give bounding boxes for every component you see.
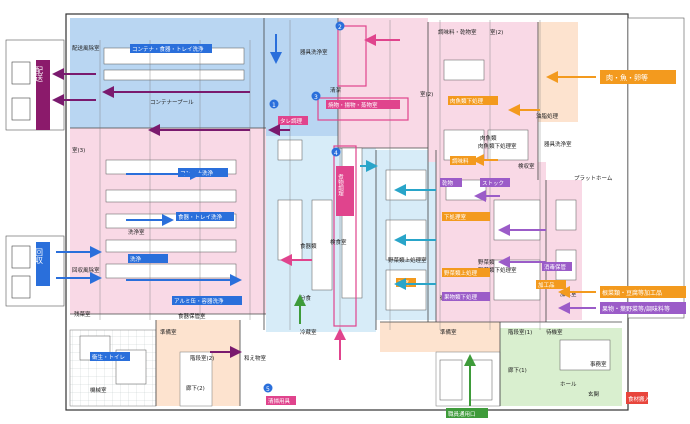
room-gyoniku-shita: 肉魚類下処理室 (478, 142, 517, 150)
marker-4: 4 (334, 150, 338, 157)
room-platform: プラットホーム (574, 175, 613, 182)
room-oshokushitsu: 器具洗浄室 (544, 140, 572, 148)
tag-sanitize: 消毒保管 (544, 263, 567, 271)
tag-container-route-bg (130, 44, 212, 53)
dock-right (627, 17, 685, 319)
room-kikaishitsu: 機械室 (90, 386, 107, 394)
room-seiketsu: 清潔 (330, 86, 342, 94)
tag-yasai-jo: 野菜類上処理 (444, 269, 478, 277)
tag-nimono: 煮物調理 (337, 173, 344, 197)
room-shokki-ryou: 食器類 (300, 242, 317, 250)
room-hall: ホール (560, 381, 577, 388)
dot-grid (99, 20, 541, 330)
room-yasai-kensa: 野菜類 (478, 258, 495, 266)
label-fruit-veg: 果物・葉野菜等/調味料等 (602, 305, 670, 313)
room-rouka-2: 廊下(2) (186, 384, 205, 392)
tag-stock: ストック (482, 180, 504, 187)
label-delivery: 配送 (35, 66, 44, 83)
label-staff-entrance: 職員通用口 (448, 410, 476, 418)
marker-5: 5 (266, 386, 270, 393)
room-rouka-1: 廊下(1) (508, 366, 527, 374)
room-shokki-hokan: 食器保管室 (178, 312, 206, 320)
marker-3: 3 (314, 94, 318, 101)
room-gyoniku-kensa: 肉魚類 (480, 134, 497, 142)
room-yasai-joshori: 野菜類上処理室 (388, 256, 427, 264)
room-taiki: 待機室 (546, 328, 563, 336)
room-washing: 洗浄室 (128, 228, 145, 236)
tag-container-route: コンテナ・食器・トレイ洗浄 (132, 45, 204, 53)
tag-cooking-label: 洗浄 (130, 255, 142, 263)
label-ingredient: 食材搬入 (628, 395, 651, 403)
tag-kiki-route: アルミ缶・容器洗浄 (174, 297, 224, 305)
room-kaidan-1: 階段室(1) (508, 328, 532, 336)
room-shitsu-2b: 室(2) (420, 90, 433, 98)
room-genkan: 玄関 (588, 390, 600, 398)
label-meat-fish: 肉・魚・卵等 (606, 73, 648, 82)
label-return: 回収 (35, 248, 44, 265)
meat-fish-box (600, 70, 676, 84)
tag-itamemono: 焼物・揚物・蒸物室 (328, 101, 378, 109)
route-box-nimono (333, 145, 357, 327)
room-kaishuu: 回収風除室 (72, 266, 100, 274)
room-yasai-shita: 野菜類下処理室 (478, 266, 517, 274)
room-jimushitsu: 事務室 (590, 360, 607, 368)
marker-1: 1 (272, 102, 276, 109)
tag-kakou: 加工品 (538, 281, 555, 289)
tag-seisou: 清掃用具 (268, 397, 291, 405)
room-chomikan: 調味料・乾物室 (438, 28, 477, 36)
tag-choukai: 調味料 (452, 157, 469, 165)
room-chilled: 冷蔵室 (300, 328, 317, 336)
zone-stairs-2 (179, 351, 213, 407)
zone-right-peach (538, 22, 578, 122)
markers: 1 2 3 4 5 (263, 21, 345, 393)
route-box-itamemono (317, 97, 409, 121)
room-container-pool: コンテナープール (150, 99, 194, 106)
dock-top-left (5, 39, 65, 131)
tag-kudamono: 果物類下処理 (444, 293, 478, 301)
room-gomi: 残菜室 (74, 310, 91, 318)
room-yushoku: 油脂処理 (536, 112, 559, 120)
label-root-veg: 根菜類・豆腐等加工品 (602, 289, 662, 297)
dock-bottom-left (5, 235, 65, 307)
route-box-top (337, 25, 367, 87)
staff-entrance-box (446, 408, 488, 418)
tag-shokki-route: 食器・トレイ洗浄 (178, 213, 223, 221)
marker-2: 2 (338, 24, 342, 31)
room-nyuuko: 和え物室 (244, 354, 267, 362)
tag-tarehi: タレ調理 (280, 117, 303, 125)
fruit-veg-box (600, 302, 686, 314)
room-shitsu-3: 室(3) (72, 146, 85, 154)
return-box (36, 242, 50, 286)
room-kaidan-2: 階段室(2) (190, 354, 214, 362)
room-haisou: 配送風除室 (72, 44, 100, 52)
room-kensoku: 検収室 (518, 162, 535, 170)
room-kenshokuyou: 検食室 (330, 238, 347, 246)
tag-yasai-shita: 下処理室 (444, 213, 467, 221)
room-junbi: 準備室 (160, 328, 177, 336)
route-labels: コンテナ・食器・トレイ洗浄 コンテナ洗浄 食器・トレイ洗浄 洗浄 アルミ缶・容器… (90, 44, 572, 405)
ingredient-box (626, 392, 648, 404)
room-shitsu-2: 室(2) (490, 28, 503, 36)
tag-kankei: 乾物 (442, 179, 454, 187)
room-kikai-senjo: 器具洗浄室 (300, 48, 328, 56)
root-veg-box (600, 286, 686, 298)
room-bunshoku: 分食 (300, 294, 312, 302)
room-junbi-2: 準備室 (440, 328, 457, 336)
tag-eisei: 衛生・トイレ (92, 353, 125, 361)
zone-top-pink (338, 18, 428, 148)
delivery-box (36, 60, 50, 130)
flow-arrows (52, 34, 596, 406)
tag-gyoniku: 肉魚類下処理 (450, 97, 484, 105)
